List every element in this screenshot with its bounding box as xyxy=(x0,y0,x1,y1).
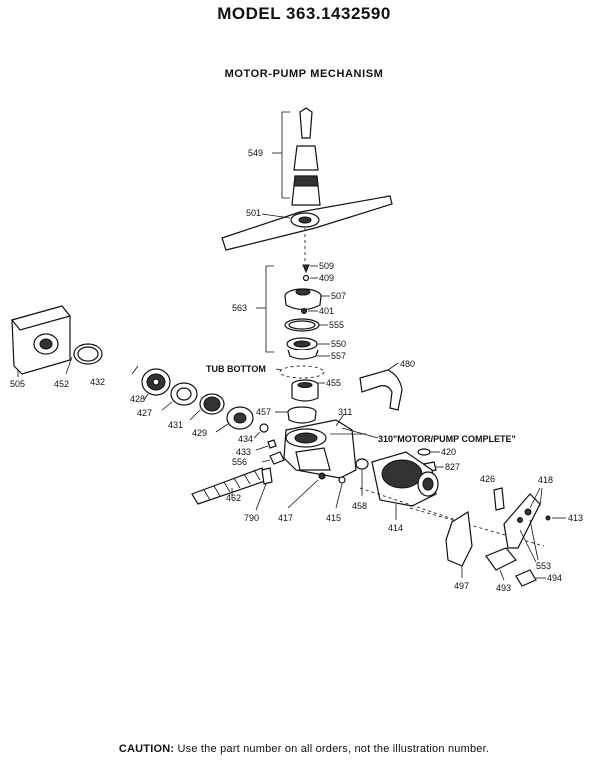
label-415: 415 xyxy=(326,513,341,523)
label-790: 790 xyxy=(244,513,259,523)
part-434-washer xyxy=(259,423,269,433)
label-428: 428 xyxy=(130,394,145,404)
part-418-mount-bracket xyxy=(503,487,566,563)
label-557: 557 xyxy=(331,351,346,361)
part-458-bushing xyxy=(355,458,369,496)
label-497: 497 xyxy=(454,581,469,591)
label-501: 501 xyxy=(246,208,261,218)
group-563-bracket xyxy=(265,265,274,353)
part-790-spring xyxy=(255,467,273,511)
label-455: 455 xyxy=(326,378,341,388)
label-431: 431 xyxy=(168,420,183,430)
part-556-fitting xyxy=(269,451,285,465)
label-434: 434 xyxy=(238,434,253,444)
caution-label: CAUTION: xyxy=(118,743,175,755)
part-455-sleeve xyxy=(291,379,325,402)
label-409: 409 xyxy=(319,273,334,283)
label-413: 413 xyxy=(568,513,583,523)
label-420: 420 xyxy=(441,447,456,457)
label-827: 827 xyxy=(445,462,460,472)
part-457-cup xyxy=(275,406,317,424)
label-432: 432 xyxy=(90,377,105,387)
label-550: 550 xyxy=(331,339,346,349)
label-549: 549 xyxy=(248,148,263,158)
label-457: 457 xyxy=(256,407,271,417)
label-417: 417 xyxy=(278,513,293,523)
label-493: 493 xyxy=(496,583,511,593)
part-427-plate xyxy=(161,382,198,411)
label-480: 480 xyxy=(400,359,415,369)
part-505-housing xyxy=(10,305,72,377)
label-494: 494 xyxy=(547,573,562,583)
label-401: 401 xyxy=(319,306,334,316)
part-509-409-fasteners xyxy=(302,264,318,282)
part-417-screw xyxy=(287,472,326,509)
part-549-spray-tube xyxy=(272,107,321,206)
label-426: 426 xyxy=(480,474,495,484)
part-480-elbow xyxy=(359,362,403,411)
label-311: 311 xyxy=(338,407,352,417)
label-555: 555 xyxy=(329,320,344,330)
part-420-oring xyxy=(417,448,431,456)
label-427: 427 xyxy=(137,408,152,418)
label-563: 563 xyxy=(232,303,247,313)
label-414: 414 xyxy=(388,523,403,533)
part-428-impeller xyxy=(131,365,171,401)
label-458: 458 xyxy=(352,501,367,511)
part-415-screw xyxy=(335,476,346,509)
label-429: 429 xyxy=(192,428,207,438)
label-509: 509 xyxy=(319,261,334,271)
section-title: MOTOR-PUMP MECHANISM xyxy=(224,68,384,80)
part-311-pump-housing xyxy=(283,413,366,479)
part-452-clamp xyxy=(65,343,103,375)
label-418: 418 xyxy=(538,475,553,485)
part-429-impeller xyxy=(215,406,254,433)
label-556: 556 xyxy=(232,457,247,467)
part-501-spray-arm xyxy=(221,195,393,262)
part-507-hub xyxy=(284,288,330,314)
label-tub-bottom: TUB BOTTOM xyxy=(206,364,266,374)
label-507: 507 xyxy=(331,291,346,301)
part-433-nut xyxy=(267,439,277,449)
part-550-557-seal xyxy=(286,337,330,360)
model-title: MODEL 363.1432590 xyxy=(217,4,391,23)
label-motor-pump-complete: 310"MOTOR/PUMP COMPLETE" xyxy=(378,434,516,444)
part-labels: 549 501 509 409 563 507 401 555 550 557 … xyxy=(10,148,583,593)
label-553: 553 xyxy=(536,561,551,571)
caution-text: Use the part number on all orders, not t… xyxy=(174,743,490,755)
label-452: 452 xyxy=(54,379,69,389)
label-433: 433 xyxy=(236,447,251,457)
label-462: 462 xyxy=(226,493,241,503)
motor-assembly xyxy=(371,451,439,520)
tub-bottom-outline xyxy=(279,365,325,379)
part-494-pad xyxy=(515,569,537,587)
part-493-clip xyxy=(485,547,517,571)
label-505: 505 xyxy=(10,379,25,389)
part-426-clip xyxy=(493,487,505,511)
part-497-bracket xyxy=(445,510,473,578)
caution-note: CAUTION: Use the part number on all orde… xyxy=(0,743,608,755)
